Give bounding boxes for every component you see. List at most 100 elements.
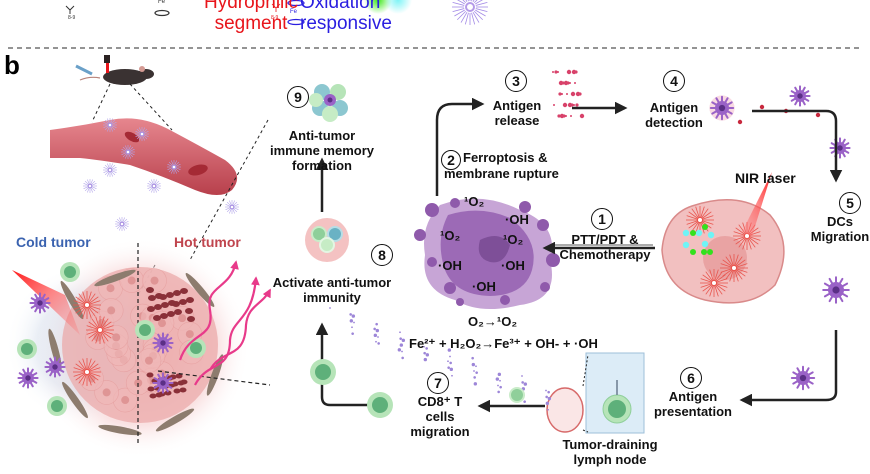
fe-blue-label: Fe (290, 9, 298, 15)
step-2-number: 2 (441, 150, 461, 170)
drug-burst-icon (700, 269, 728, 297)
ros-hydroxyl: ·OH (501, 258, 525, 273)
step-3-label: Antigen release (482, 98, 552, 128)
ros-singlet-oxygen: ¹O₂ (503, 232, 524, 247)
step-7-line3: migration (410, 424, 470, 439)
chemical-structure-icon (65, 5, 75, 14)
nanoparticle-icon (452, 0, 488, 25)
dendritic-cell-icon (17, 367, 39, 389)
syringe-icon (75, 64, 93, 76)
step-1-line2: Chemotherapy (559, 247, 651, 262)
dendritic-cell-icon (152, 372, 174, 394)
drug-burst-icon (720, 254, 748, 282)
ros-singlet-oxygen: ¹O₂ (464, 194, 485, 209)
step-7-line2: cells (425, 409, 455, 424)
hydrophilic-line2: segment (214, 13, 288, 34)
oxidation-line1: Oxidation (300, 0, 381, 13)
step-4-number: 4 (663, 70, 685, 92)
step-5-number: 5 (839, 192, 861, 214)
nir-laser-label: NIR laser (735, 170, 796, 186)
nanoparticle-icon (103, 118, 117, 132)
ros-hydroxyl: ·OH (505, 212, 529, 227)
dendritic-cell-icon (822, 276, 850, 304)
step-6-label: Antigen presentation (648, 389, 738, 419)
target-tumor-cell (661, 172, 785, 304)
drug-burst-icon (73, 291, 101, 319)
oxidation-line2: responsive (300, 13, 392, 34)
step-6-line1: Antigen (668, 389, 718, 404)
step-2-label-line2: membrane rupture (444, 166, 559, 181)
nanoparticle-icon (147, 179, 161, 193)
ros-hydroxyl: ·OH (472, 279, 496, 294)
cold-tumor-label: Cold tumor (16, 234, 91, 250)
lymph-node-line1: Tumor-draining (562, 437, 658, 452)
nanoparticle-icon (167, 160, 181, 174)
step-9-line1: Anti-tumor (288, 128, 356, 143)
step-8-line1: Activate anti-tumor (272, 275, 392, 290)
cyan-glow-icon (384, 0, 412, 14)
step-7-line1: CD8⁺ T (417, 394, 463, 409)
dendritic-cell-icon (152, 332, 174, 354)
laser-beam-cell (742, 172, 772, 236)
arrow-4-to-5 (752, 109, 843, 183)
equation-fenton: Fe²⁺ + H₂O₂→Fe³⁺ + OH- + ·OH (409, 336, 598, 351)
antigen-particles (552, 69, 821, 125)
fe-label: Fe (158, 0, 166, 5)
step-5-line2: Migration (810, 229, 870, 244)
step-5-label: DCs Migration (800, 214, 870, 244)
hydrophilic-red-structure-icon (271, 3, 281, 12)
step-3-number: 3 (505, 70, 527, 92)
vessel-nanoparticles (83, 118, 239, 231)
equation-singlet-oxygen: O₂→¹O₂ (468, 314, 518, 329)
oxidation-responsive-label: Oxidation responsive (300, 0, 392, 34)
step-8-number: 8 (371, 244, 393, 266)
ros-hydroxyl: ·OH (438, 258, 462, 273)
step-3-line2: release (494, 113, 540, 128)
step-9-label: Anti-tumor immune memory formation (262, 128, 382, 173)
nanoparticle-icon (225, 200, 239, 214)
hydrophilic-line1: Hydrophilic (204, 0, 298, 13)
step-3-line1: Antigen (492, 98, 542, 113)
lymph-node-label: Tumor-draining lymph node (560, 437, 660, 467)
dendritic-cell-icon (790, 365, 816, 391)
nanoparticle-icon (115, 217, 129, 231)
tumor-illustration (5, 238, 271, 458)
panel-label: b (4, 50, 20, 80)
ros-singlet-oxygen: ¹O₂ (440, 228, 461, 243)
nanoparticle-icon (121, 145, 135, 159)
step-4-label: Antigen detection (638, 100, 710, 130)
step-7-number: 7 (427, 372, 449, 394)
heat-waves (178, 260, 271, 386)
blood-vessel (50, 118, 238, 195)
step-1-label: PTT/PDT & Chemotherapy (550, 232, 660, 262)
dendritic-cell-icon (789, 85, 811, 107)
dendritic-cell-icon (709, 95, 735, 121)
step-9-line2: immune memory (269, 143, 375, 158)
step-4-line1: Antigen (649, 100, 699, 115)
activated-tumor-cluster (305, 218, 349, 262)
hydrophilic-segment-label: Hydrophilic segment (196, 0, 306, 34)
step-6-number: 6 (680, 367, 702, 389)
dendritic-cell-icon (44, 356, 66, 378)
ferrocene-icon (154, 9, 170, 17)
lymph-node-illustration (546, 352, 645, 434)
nanoparticle-icon (83, 179, 97, 193)
nanoparticle-icon (103, 163, 117, 177)
mouse-icon (79, 55, 154, 85)
step-4-line2: detection (645, 115, 703, 130)
arrow-2-to-3 (435, 97, 485, 196)
repeat-red-label: 8-9 (271, 15, 279, 21)
drug-burst-icon (86, 316, 114, 344)
step-8-label: Activate anti-tumor immunity (262, 275, 402, 305)
arrow-7-to-8 (315, 322, 382, 407)
step-1-line1: PTT/PDT & (571, 232, 639, 247)
step-5-line1: DCs (826, 214, 853, 229)
immune-memory-cluster (309, 84, 348, 122)
step-6-line2: presentation (653, 404, 732, 419)
step-9-line3: formation (292, 158, 352, 173)
step-7-label: CD8⁺ T cells migration (405, 394, 475, 439)
dendritic-cell-icon (29, 292, 51, 314)
nanoparticle-icon (135, 127, 149, 141)
drug-burst-icon (73, 358, 101, 386)
ferroptotic-cell (414, 198, 560, 309)
